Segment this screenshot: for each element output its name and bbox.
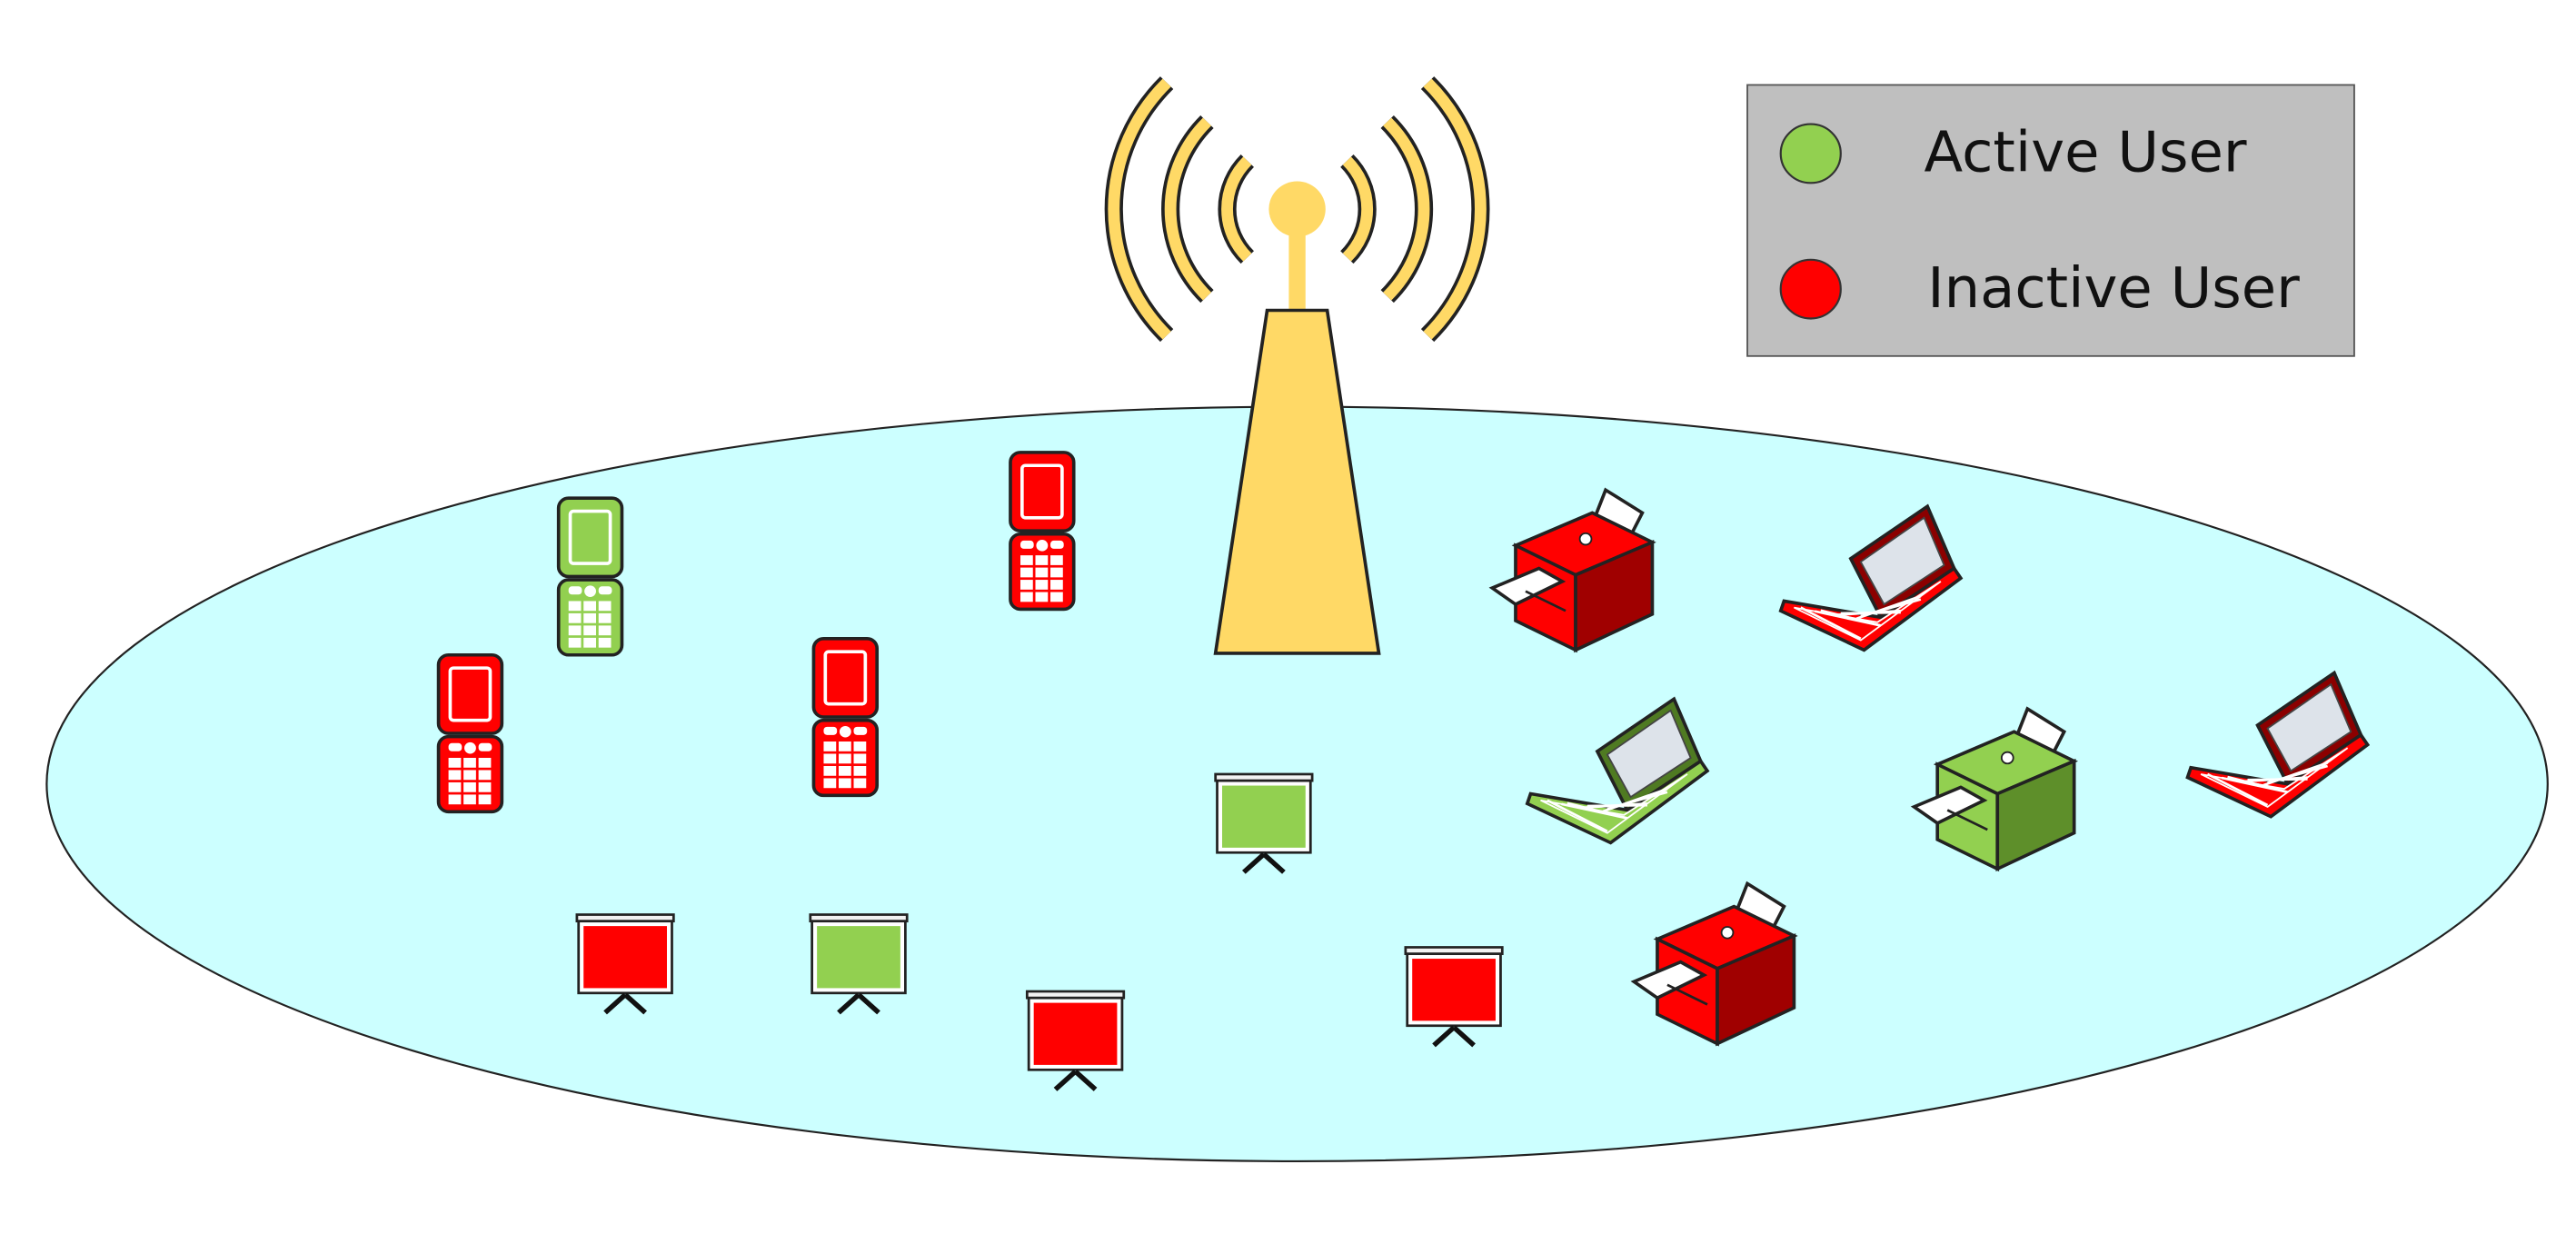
phone-icon-inactive: [1009, 451, 1076, 612]
legend-inactive-label: Inactive User: [1927, 256, 2300, 321]
projector-screen-icon-inactive: [575, 913, 675, 1015]
tower-antenna-ball: [1268, 181, 1326, 237]
signal-wave-fill: [1221, 156, 1252, 262]
projector-screen-icon-active: [1214, 772, 1314, 874]
printer-icon-inactive: [1488, 487, 1656, 653]
legend-active-label: Active User: [1925, 120, 2248, 184]
legend-active-dot: [1779, 123, 1842, 184]
legend-box: [1746, 84, 2355, 357]
printer-icon-active: [1910, 706, 2079, 872]
laptop-icon-inactive: [2185, 670, 2371, 819]
laptop-icon-inactive: [1778, 503, 1964, 652]
legend-inactive-dot: [1779, 258, 1842, 320]
phone-icon-inactive: [436, 652, 504, 814]
devices-layer: [436, 451, 2371, 1091]
cell-tower-icon: [1104, 76, 1490, 655]
projector-screen-icon-inactive: [1404, 946, 1504, 1048]
laptop-icon-active: [1525, 696, 1710, 845]
tower-mast: [1288, 225, 1306, 315]
projector-screen-icon-inactive: [1025, 990, 1126, 1091]
phone-icon-active: [556, 496, 624, 657]
phone-icon-inactive: [811, 636, 880, 798]
signal-wave-fill: [1342, 156, 1374, 262]
signal-wave-fill: [1383, 117, 1430, 301]
tower-body: [1213, 308, 1381, 655]
printer-icon-inactive: [1630, 881, 1798, 1047]
signal-wave-fill: [1423, 78, 1487, 340]
signal-wave-fill: [1108, 78, 1171, 340]
projector-screen-icon-active: [809, 913, 909, 1015]
legend: Active User Inactive User: [1746, 84, 2355, 357]
signal-wave-fill: [1164, 117, 1212, 301]
